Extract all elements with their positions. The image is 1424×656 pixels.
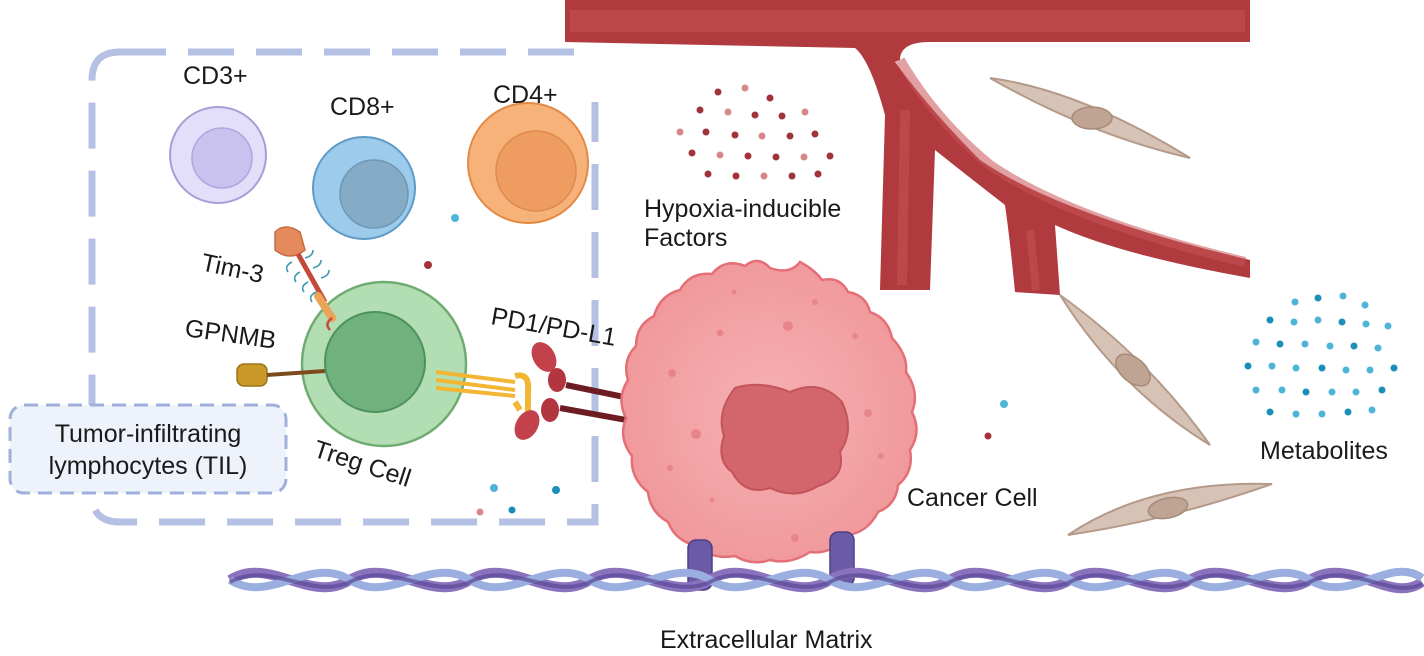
til-region-border: [88, 48, 599, 526]
til-label-line2: lymphocytes (TIL): [49, 452, 248, 480]
cancer-cell-label: Cancer Cell: [907, 484, 1038, 512]
til-label-box: [8, 403, 288, 495]
metabolites-label: Metabolites: [1260, 437, 1388, 465]
blood-vessel: [565, 0, 1250, 295]
cd4-label: CD4+: [493, 81, 558, 109]
cancer-cell: [620, 259, 918, 564]
hypoxia-dots: [676, 84, 834, 180]
ecm-label: Extracellular Matrix: [660, 626, 873, 654]
gpnmb-label: GPNMB: [183, 314, 278, 354]
tim3-receptor: [274, 226, 336, 331]
hypoxia-label-line2: Factors: [644, 224, 727, 252]
cd3-cell: [169, 106, 267, 204]
cd8-label: CD8+: [330, 93, 395, 121]
hypoxia-label-line1: Hypoxia-inducible: [644, 195, 841, 223]
extracellular-matrix-fiber: [227, 567, 1424, 594]
til-label-line1: Tumor-infiltrating: [55, 420, 242, 448]
cd4-cell: [467, 102, 589, 224]
treg-cell: [300, 280, 468, 448]
cd8-cell: [312, 136, 416, 240]
tim3-label: Tim-3: [199, 248, 266, 288]
metabolite-dots: [1244, 292, 1398, 418]
fibroblast-cells: [989, 77, 1273, 536]
gpnmb-receptor: [236, 363, 326, 387]
scattered-molecules: [424, 214, 1008, 516]
pd1-pdl1-label: PD1/PD-L1: [489, 302, 618, 352]
cd3-label: CD3+: [183, 62, 248, 90]
